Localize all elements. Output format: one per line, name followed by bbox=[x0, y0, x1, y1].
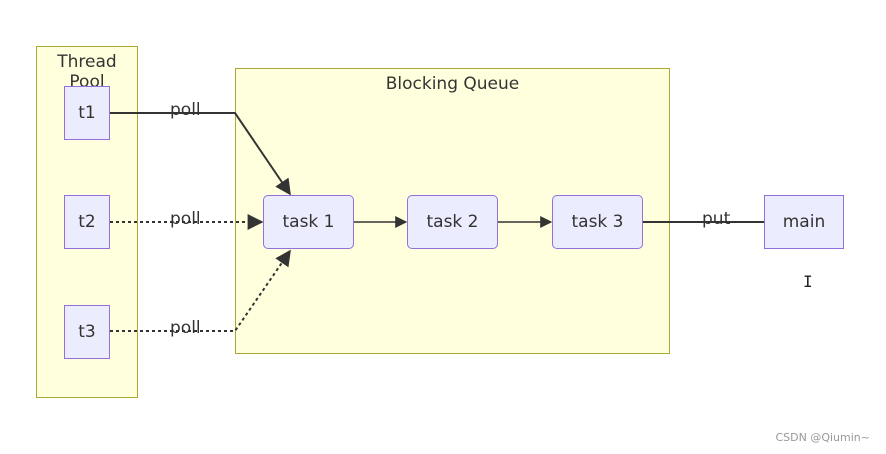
node-t2: t2 bbox=[64, 195, 110, 249]
node-task-1: task 1 bbox=[263, 195, 354, 249]
node-t1: t1 bbox=[64, 86, 110, 140]
text-cursor-icon: I bbox=[803, 272, 813, 291]
watermark: CSDN @Qiumin~ bbox=[775, 431, 870, 444]
edge-t1-task1 bbox=[110, 112, 291, 196]
edge-label-t3-poll: poll bbox=[170, 318, 201, 338]
blocking-queue-title: Blocking Queue bbox=[385, 74, 520, 94]
node-task-3: task 3 bbox=[552, 195, 643, 249]
edge-label-t1-poll: poll bbox=[170, 100, 201, 120]
node-main: main bbox=[764, 195, 844, 249]
node-t3: t3 bbox=[64, 305, 110, 359]
edge-label-t2-poll: poll bbox=[170, 209, 201, 229]
edge-label-main-put: put bbox=[702, 209, 731, 229]
node-task-2: task 2 bbox=[407, 195, 498, 249]
